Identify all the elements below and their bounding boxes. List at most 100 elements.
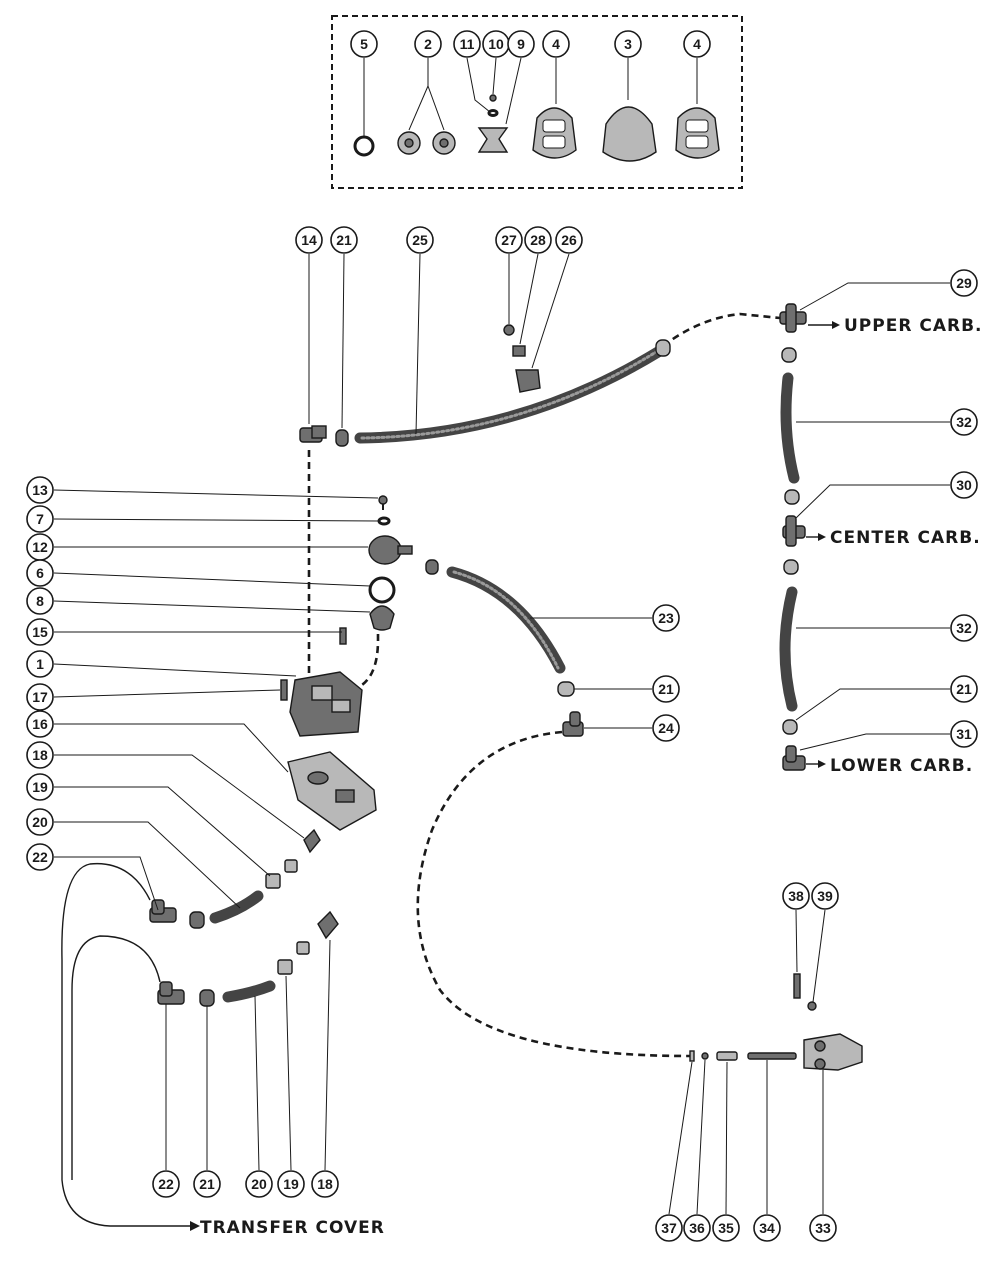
svg-text:38: 38 — [788, 888, 804, 904]
svg-text:23: 23 — [658, 610, 674, 626]
callout-4b: 4 — [683, 30, 711, 58]
callout-4: 4 — [542, 30, 570, 58]
part-4-gasket-right — [675, 107, 720, 159]
callout-21c: 21 — [652, 675, 680, 703]
svg-text:21: 21 — [199, 1176, 215, 1192]
svg-text:21: 21 — [956, 681, 972, 697]
svg-text:8: 8 — [36, 593, 44, 609]
part-30-tee-fitting — [782, 515, 806, 547]
part-6-o-ring — [368, 576, 396, 604]
part-35-spring — [716, 1051, 738, 1061]
part-14-elbow-fitting — [299, 425, 327, 443]
callout-12: 12 — [26, 533, 54, 561]
center-carb-label: CENTER CARB. — [806, 528, 980, 548]
part-18-fitting-lower — [317, 910, 339, 940]
svg-text:20: 20 — [251, 1176, 267, 1192]
part-1-pump-body — [289, 671, 363, 737]
part-8-check-valve — [369, 605, 395, 631]
svg-text:25: 25 — [412, 232, 428, 248]
callout-31: 31 — [950, 720, 978, 748]
callout-19: 19 — [26, 773, 54, 801]
part-27-screw — [503, 324, 515, 336]
callout-27: 27 — [495, 226, 523, 254]
callout-13: 13 — [26, 476, 54, 504]
part-2-check-valves — [397, 131, 456, 155]
callout-6: 6 — [26, 559, 54, 587]
svg-text:32: 32 — [956, 620, 972, 636]
part-21-clamp-upper-left — [189, 911, 205, 929]
svg-text:6: 6 — [36, 565, 44, 581]
svg-text:19: 19 — [32, 779, 48, 795]
callout-29: 29 — [950, 269, 978, 297]
part-15-screw — [339, 627, 347, 645]
svg-text:17: 17 — [32, 689, 48, 705]
callout-30: 30 — [950, 471, 978, 499]
svg-text:34: 34 — [759, 1220, 775, 1236]
callout-36: 36 — [683, 1214, 711, 1242]
part-13-screw — [378, 495, 388, 505]
svg-text:4: 4 — [693, 36, 701, 52]
svg-text:10: 10 — [488, 36, 504, 52]
svg-text:30: 30 — [956, 477, 972, 493]
upper-carb-label: UPPER CARB. — [808, 316, 981, 336]
svg-text:39: 39 — [817, 888, 833, 904]
callout-33: 33 — [809, 1214, 837, 1242]
svg-text:11: 11 — [460, 36, 475, 52]
svg-text:26: 26 — [561, 232, 577, 248]
part-7-washer — [377, 516, 391, 526]
callout-20b: 20 — [245, 1170, 273, 1198]
callout-23: 23 — [652, 604, 680, 632]
callout-39: 39 — [811, 882, 839, 910]
part-29-tee-fitting — [779, 303, 807, 333]
callout-18b: 18 — [311, 1170, 339, 1198]
fuel-routing-lines — [307, 312, 781, 1058]
part-37-washer — [689, 1050, 695, 1062]
callout-32b: 32 — [950, 614, 978, 642]
part-11-washer — [487, 109, 499, 117]
svg-text:22: 22 — [158, 1176, 174, 1192]
callout-14: 14 — [295, 226, 323, 254]
part-20-hose-lower — [222, 980, 276, 1003]
part-33-fuel-inlet-fitting — [803, 1033, 863, 1071]
part-12-pump-cover — [368, 535, 413, 565]
svg-text:LOWER CARB.: LOWER CARB. — [830, 756, 973, 776]
part-16-pump-base — [287, 751, 377, 831]
callout-21: 21 — [330, 226, 358, 254]
svg-text:21: 21 — [336, 232, 352, 248]
svg-text:36: 36 — [689, 1220, 705, 1236]
callout-leaders — [53, 253, 950, 1215]
callout-38: 38 — [782, 882, 810, 910]
svg-text:1: 1 — [36, 656, 44, 672]
callout-20: 20 — [26, 808, 54, 836]
svg-text:14: 14 — [301, 232, 317, 248]
callout-21d: 21 — [193, 1170, 221, 1198]
lower-carb-label: LOWER CARB. — [806, 756, 973, 776]
part-28-nut — [512, 345, 526, 357]
part-34-needle — [747, 1052, 797, 1060]
part-21-clamp-mid — [784, 489, 800, 505]
svg-text:33: 33 — [815, 1220, 831, 1236]
part-25-fuel-hose — [354, 346, 664, 444]
part-22-fitting-lower — [157, 981, 185, 1005]
part-19-spring-lower — [296, 941, 310, 955]
part-32-upper-hose — [780, 372, 800, 484]
callout-22: 22 — [26, 843, 54, 871]
part-17-screw — [280, 679, 288, 701]
callout-34: 34 — [753, 1214, 781, 1242]
part-9-retainer — [477, 127, 509, 153]
transfer-cover-line — [61, 862, 190, 1227]
svg-text:16: 16 — [32, 716, 48, 732]
part-36-ball — [701, 1052, 709, 1060]
callout-22b: 22 — [152, 1170, 180, 1198]
transfer-cover-label: TRANSFER COVER — [200, 1218, 385, 1238]
svg-text:35: 35 — [718, 1220, 734, 1236]
part-19-spring-upper-b — [265, 873, 281, 889]
callout-28: 28 — [524, 226, 552, 254]
callout-5: 5 — [350, 30, 378, 58]
svg-text:3: 3 — [624, 36, 632, 52]
callout-16: 16 — [26, 710, 54, 738]
part-21-clamp-pump — [425, 559, 439, 575]
svg-text:29: 29 — [956, 275, 972, 291]
callout-10: 10 — [482, 30, 510, 58]
callout-17: 17 — [26, 683, 54, 711]
